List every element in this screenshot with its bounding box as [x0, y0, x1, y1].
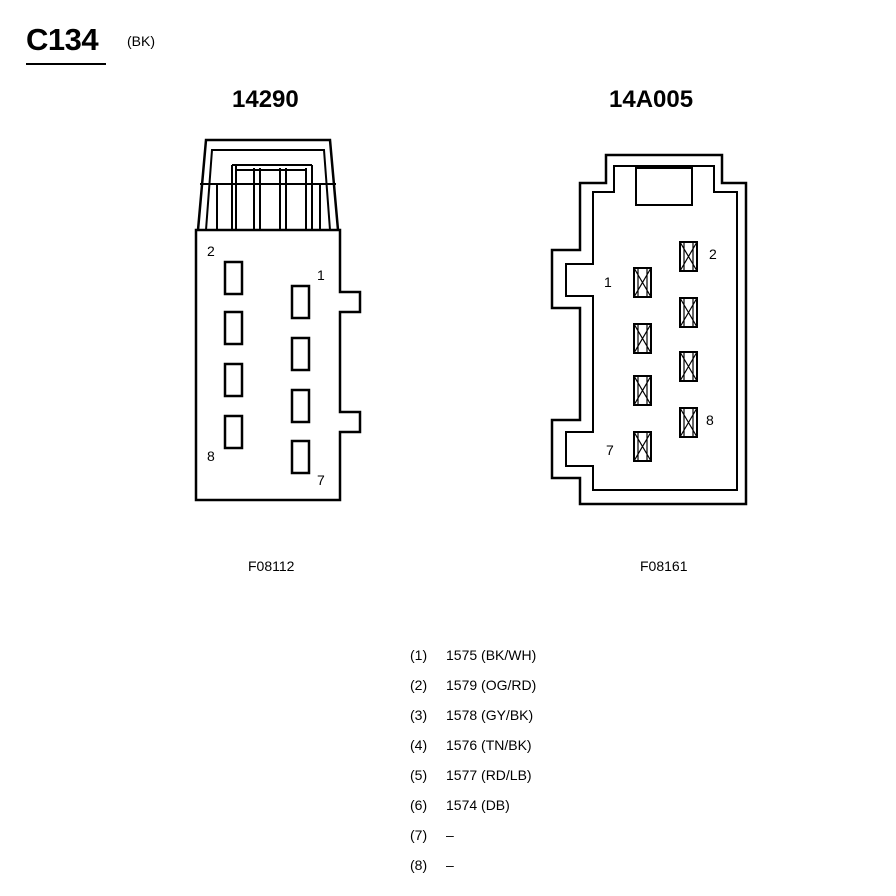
right-terminal	[633, 431, 652, 462]
left-figure-code: F08112	[248, 558, 295, 574]
right-pin-label-7: 7	[606, 442, 614, 458]
right-terminal	[633, 267, 652, 298]
pin-circuit: –	[446, 857, 454, 873]
left-pin-label-7: 7	[317, 472, 325, 488]
pin-row: (5) 1577 (RD/LB)	[410, 765, 536, 795]
pin-list: (1) 1575 (BK/WH) (2) 1579 (OG/RD) (3) 1578 …	[410, 645, 536, 885]
pin-number: (4)	[410, 737, 428, 753]
pin-row: (1) 1575 (BK/WH)	[410, 645, 536, 675]
left-cavity	[223, 362, 244, 398]
pin-number: (6)	[410, 797, 428, 813]
pin-row: (7) –	[410, 825, 536, 855]
right-pin-label-8: 8	[706, 412, 714, 428]
left-cavity	[290, 336, 311, 372]
left-cavity	[290, 439, 311, 475]
pin-circuit: 1579 (OG/RD)	[446, 677, 537, 693]
pin-row: (4) 1576 (TN/BK)	[410, 735, 536, 765]
connector-color: (BK)	[127, 33, 155, 49]
left-pin-label-8: 8	[207, 448, 215, 464]
left-terminal-top	[232, 164, 312, 171]
pin-circuit: 1574 (DB)	[446, 797, 510, 813]
connector-id: C134	[26, 22, 99, 57]
left-pin-label-1: 1	[317, 267, 325, 283]
pin-number: (1)	[410, 647, 428, 663]
pin-number: (7)	[410, 827, 428, 843]
pin-circuit: 1575 (BK/WH)	[446, 647, 537, 663]
right-connector	[550, 153, 748, 506]
pin-circuit: –	[446, 827, 454, 843]
pin-number: (2)	[410, 677, 428, 693]
pin-circuit: 1576 (TN/BK)	[446, 737, 532, 753]
pin-row: (6) 1574 (DB)	[410, 795, 536, 825]
pin-row: (8) –	[410, 855, 536, 885]
right-terminal	[633, 375, 652, 406]
left-terminal-strips	[216, 165, 321, 230]
left-part-number: 14290	[232, 86, 299, 113]
left-latch-inner	[205, 149, 331, 231]
left-cavity	[223, 260, 244, 296]
pin-circuit: 1578 (GY/BK)	[446, 707, 534, 723]
right-terminal	[679, 297, 698, 328]
left-cavity	[223, 310, 244, 346]
pin-number: (3)	[410, 707, 428, 723]
right-terminal	[679, 351, 698, 382]
left-cavity	[290, 284, 311, 320]
pin-row: (2) 1579 (OG/RD)	[410, 675, 536, 705]
title-underline	[26, 63, 106, 65]
pin-number: (8)	[410, 857, 428, 873]
right-inner-shell	[565, 165, 738, 491]
right-terminal	[679, 241, 698, 272]
left-pin-label-2: 2	[207, 243, 215, 259]
right-terminal	[679, 407, 698, 438]
left-body	[194, 228, 362, 502]
right-outer-shell	[550, 153, 748, 506]
left-cavity	[223, 414, 244, 450]
right-part-number: 14A005	[609, 86, 694, 113]
pin-row: (3) 1578 (GY/BK)	[410, 705, 536, 735]
left-connector	[194, 138, 362, 502]
left-cavity	[290, 388, 311, 424]
pin-circuit: 1577 (RD/LB)	[446, 767, 532, 783]
right-terminal	[633, 323, 652, 354]
right-latch	[635, 167, 693, 206]
right-pin-label-2: 2	[709, 246, 717, 262]
pin-number: (5)	[410, 767, 428, 783]
right-pin-label-1: 1	[604, 274, 612, 290]
right-figure-code: F08161	[640, 558, 688, 574]
